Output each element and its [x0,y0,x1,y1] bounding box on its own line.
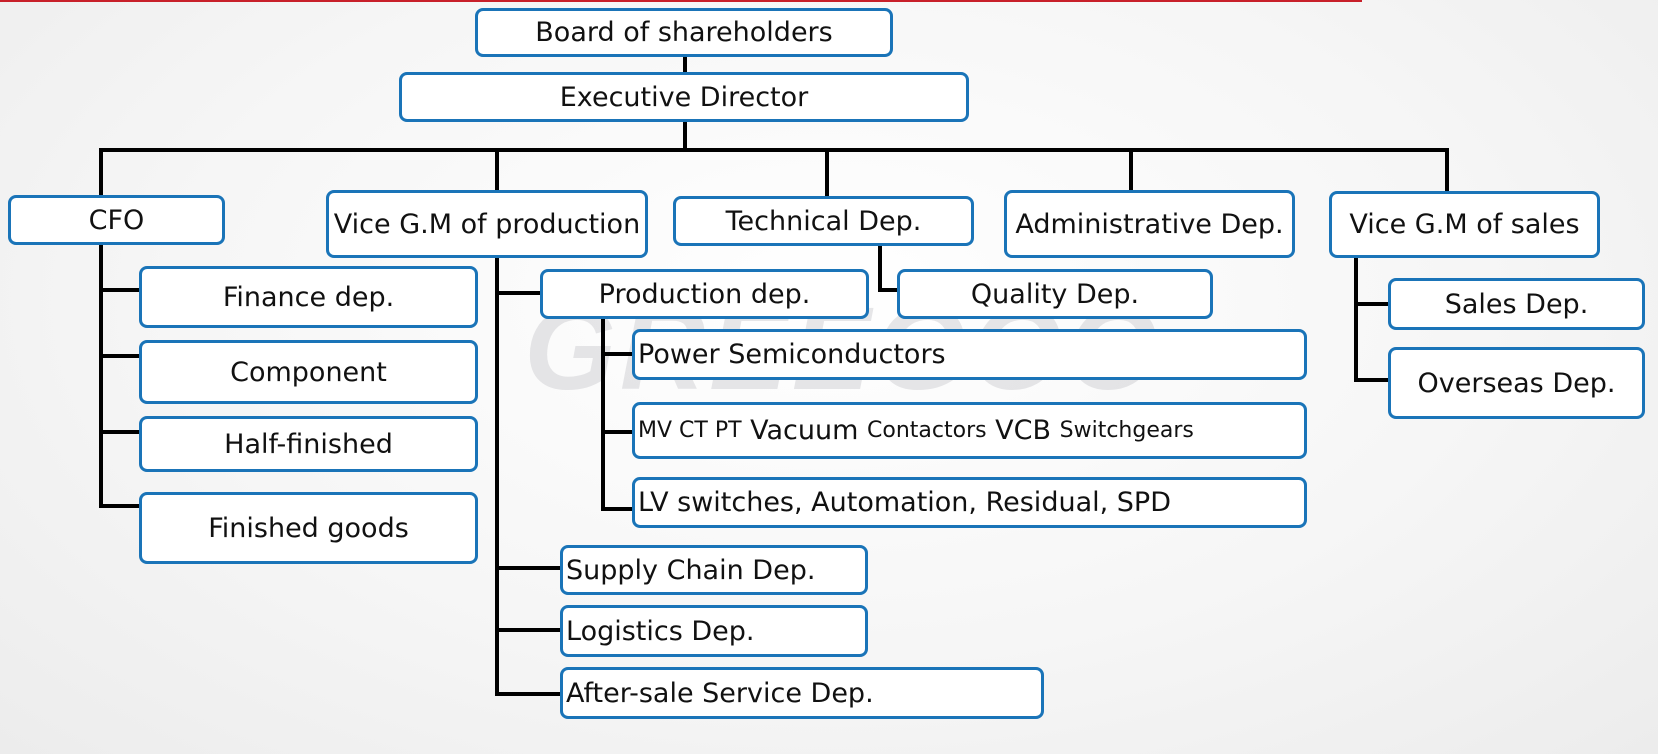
node-technical-dep: Technical Dep. [673,196,974,246]
node-vice-gm-production: Vice G.M of production [326,190,648,258]
node-component: Component [139,340,478,404]
top-rule [0,0,1362,2]
node-quality-dep: Quality Dep. [897,269,1213,319]
node-administrative-dep: Administrative Dep. [1004,190,1295,258]
node-sales-dep: Sales Dep. [1388,278,1645,330]
node-overseas-dep: Overseas Dep. [1388,347,1645,419]
node-lv-switches: LV switches, Automation, Residual, SPD [632,477,1307,528]
node-supply-chain-dep: Supply Chain Dep. [560,545,868,595]
node-board: Board of shareholders [475,8,893,57]
node-after-sale-service-dep: After-sale Service Dep. [560,667,1044,719]
vcb-text: VCB [995,415,1052,446]
vacuum-text: Vacuum [750,415,859,446]
node-vice-gm-sales: Vice G.M of sales [1329,191,1600,258]
node-production-dep: Production dep. [540,269,869,319]
node-mv-vacuum-vcb: MV CT PT Vacuum Contactors VCB Switchgea… [632,402,1307,459]
switchgears-text: Switchgears [1059,418,1194,443]
node-finished-goods: Finished goods [139,492,478,564]
mv-ct-pt-text: MV CT PT [638,418,742,443]
node-cfo: CFO [8,195,225,245]
contactors-text: Contactors [867,418,987,443]
node-finance-dep: Finance dep. [139,266,478,328]
node-executive-director: Executive Director [399,72,969,122]
node-logistics-dep: Logistics Dep. [560,605,868,657]
node-half-finished: Half-finished [139,416,478,472]
node-power-semiconductors: Power Semiconductors [632,329,1307,380]
